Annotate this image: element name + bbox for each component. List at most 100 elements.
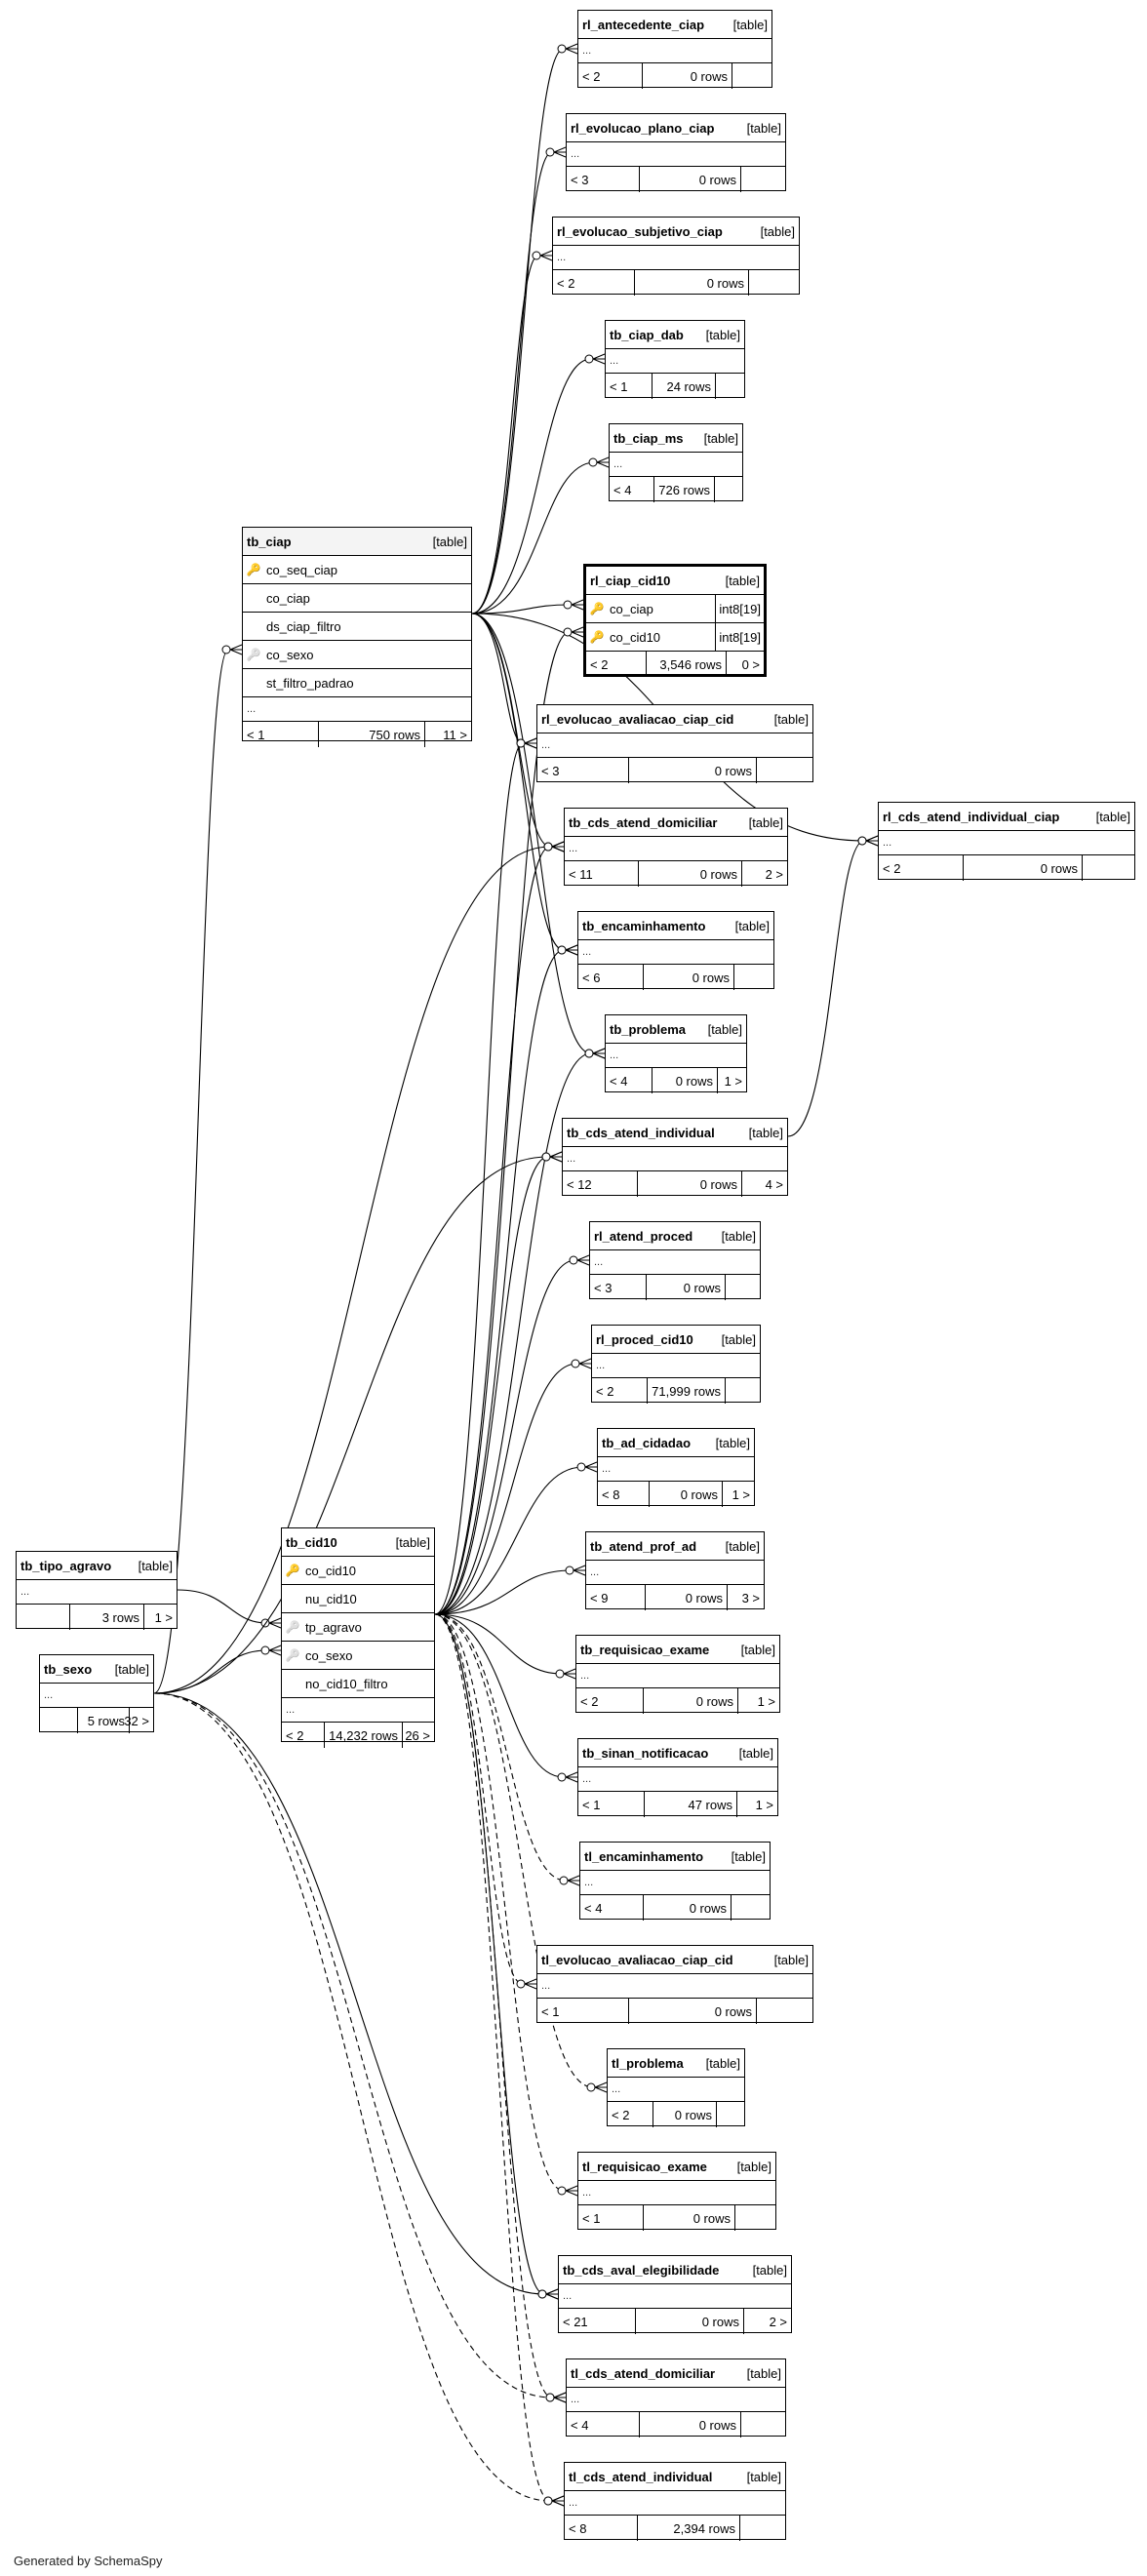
table-header[interactable]: tl_requisicao_exame[table] — [578, 2153, 775, 2181]
table-name[interactable]: rl_atend_proced — [594, 1228, 693, 1244]
parent-count[interactable]: < 2 — [576, 1688, 644, 1714]
column-ds-ciap-filtro[interactable]: ds_ciap_filtro — [243, 613, 471, 641]
table-name[interactable]: tb_cds_atend_domiciliar — [569, 814, 718, 830]
child-count[interactable]: 1 > — [154, 1609, 173, 1625]
parent-count[interactable]: < 2 — [608, 2102, 653, 2127]
table-header[interactable]: tb_tipo_agravo[table] — [17, 1552, 177, 1580]
table-name[interactable]: tb_cds_aval_elegibilidade — [563, 2262, 720, 2278]
child-count[interactable]: 2 > — [765, 866, 783, 882]
child-count[interactable]: 26 > — [405, 1727, 430, 1743]
parent-count[interactable]: < 3 — [567, 167, 640, 192]
table-name[interactable]: tb_ad_cidadao — [602, 1435, 692, 1450]
table-name[interactable]: tl_cds_atend_domiciliar — [571, 2365, 716, 2381]
parent-count[interactable] — [17, 1605, 70, 1630]
table-name[interactable]: tb_sexo — [44, 1661, 93, 1677]
table-header[interactable]: tb_ad_cidadao[table] — [598, 1429, 754, 1457]
parent-count[interactable]: < 3 — [590, 1275, 647, 1300]
table-name[interactable]: tb_cds_atend_individual — [567, 1125, 715, 1140]
table-header[interactable]: tl_evolucao_avaliacao_ciap_cid[table] — [537, 1946, 812, 1974]
column-co-sexo[interactable]: 🔑co_sexo — [282, 1642, 434, 1670]
parent-count[interactable] — [40, 1708, 78, 1733]
parent-count[interactable]: < 1 — [606, 374, 653, 399]
table-header[interactable]: tb_sexo[table] — [40, 1655, 153, 1684]
child-count[interactable] — [757, 1999, 812, 2024]
child-count[interactable] — [732, 63, 771, 89]
parent-count[interactable]: < 2 — [282, 1723, 326, 1748]
child-count[interactable] — [734, 965, 773, 990]
table-name[interactable]: tl_cds_atend_individual — [569, 2469, 713, 2484]
table-name[interactable]: tb_problema — [610, 1021, 687, 1037]
child-count[interactable]: 11 > — [443, 727, 467, 742]
table-header[interactable]: tb_sinan_notificacao[table] — [578, 1739, 777, 1767]
parent-count[interactable]: < 4 — [606, 1068, 653, 1093]
table-name[interactable]: tb_ciap — [247, 534, 292, 549]
table-name[interactable]: tb_sinan_notificacao — [582, 1745, 709, 1761]
table-name[interactable]: tl_requisicao_exame — [582, 2159, 707, 2174]
parent-count[interactable]: < 8 — [565, 2516, 638, 2541]
table-header[interactable]: tl_encaminhamento[table] — [580, 1843, 770, 1871]
child-count[interactable] — [715, 477, 742, 502]
child-count[interactable]: 2 > — [769, 2314, 787, 2329]
column-co-sexo[interactable]: 🔑co_sexo — [243, 641, 471, 669]
table-header[interactable]: tb_ciap_ms[table] — [610, 424, 742, 453]
table-header[interactable]: rl_evolucao_plano_ciap[table] — [567, 114, 785, 142]
table-header[interactable]: tl_problema[table] — [608, 2049, 744, 2078]
parent-count[interactable]: < 12 — [563, 1171, 638, 1197]
child-count[interactable] — [1083, 855, 1134, 881]
parent-count[interactable]: < 2 — [553, 270, 635, 296]
parent-count[interactable]: < 21 — [559, 2309, 636, 2334]
table-header[interactable]: tb_atend_prof_ad[table] — [586, 1532, 764, 1561]
column-tp-agravo[interactable]: 🔑tp_agravo — [282, 1613, 434, 1642]
child-count[interactable]: 32 > — [124, 1713, 149, 1728]
parent-count[interactable]: < 2 — [586, 652, 647, 677]
table-header[interactable]: tb_encaminhamento[table] — [578, 912, 773, 940]
child-count[interactable] — [732, 1895, 770, 1921]
table-header[interactable]: rl_ciap_cid10[table] — [586, 567, 764, 595]
table-name[interactable]: tl_evolucao_avaliacao_ciap_cid — [541, 1952, 733, 1967]
table-header[interactable]: tb_cds_aval_elegibilidade[table] — [559, 2256, 791, 2284]
child-count[interactable]: 1 > — [755, 1797, 773, 1812]
column-st-filtro-padrao[interactable]: st_filtro_padrao — [243, 669, 471, 697]
child-count[interactable] — [726, 1275, 760, 1300]
child-count[interactable]: 0 > — [741, 656, 760, 672]
child-count[interactable] — [740, 2516, 785, 2541]
parent-count[interactable]: < 1 — [578, 2205, 644, 2231]
child-count[interactable] — [741, 167, 785, 192]
table-name[interactable]: rl_evolucao_avaliacao_ciap_cid — [541, 711, 734, 727]
child-count[interactable]: 1 > — [724, 1073, 742, 1089]
table-name[interactable]: rl_evolucao_subjetivo_ciap — [557, 223, 723, 239]
table-header[interactable]: tb_ciap_dab[table] — [606, 321, 744, 349]
table-header[interactable]: rl_evolucao_avaliacao_ciap_cid[table] — [537, 705, 812, 733]
table-header[interactable]: rl_antecedente_ciap[table] — [578, 11, 771, 39]
table-rl-cds-atend-individual-ciap[interactable]: rl_cds_atend_individual_ciap[table]...< … — [878, 802, 1135, 881]
parent-count[interactable]: < 1 — [537, 1999, 629, 2024]
table-header[interactable]: tl_cds_atend_individual[table] — [565, 2463, 785, 2491]
table-header[interactable]: rl_cds_atend_individual_ciap[table] — [879, 803, 1134, 831]
table-header[interactable]: rl_atend_proced[table] — [590, 1222, 760, 1250]
table-header[interactable]: tb_ciap[table] — [243, 528, 471, 556]
table-header[interactable]: rl_evolucao_subjetivo_ciap[table] — [553, 218, 799, 246]
table-tl-evolucao-avaliacao-ciap-cid[interactable]: tl_evolucao_avaliacao_ciap_cid[table]...… — [536, 1945, 813, 2024]
table-name[interactable]: tb_ciap_ms — [613, 430, 684, 446]
table-name[interactable]: rl_ciap_cid10 — [590, 573, 671, 588]
parent-count[interactable]: < 2 — [879, 855, 964, 881]
